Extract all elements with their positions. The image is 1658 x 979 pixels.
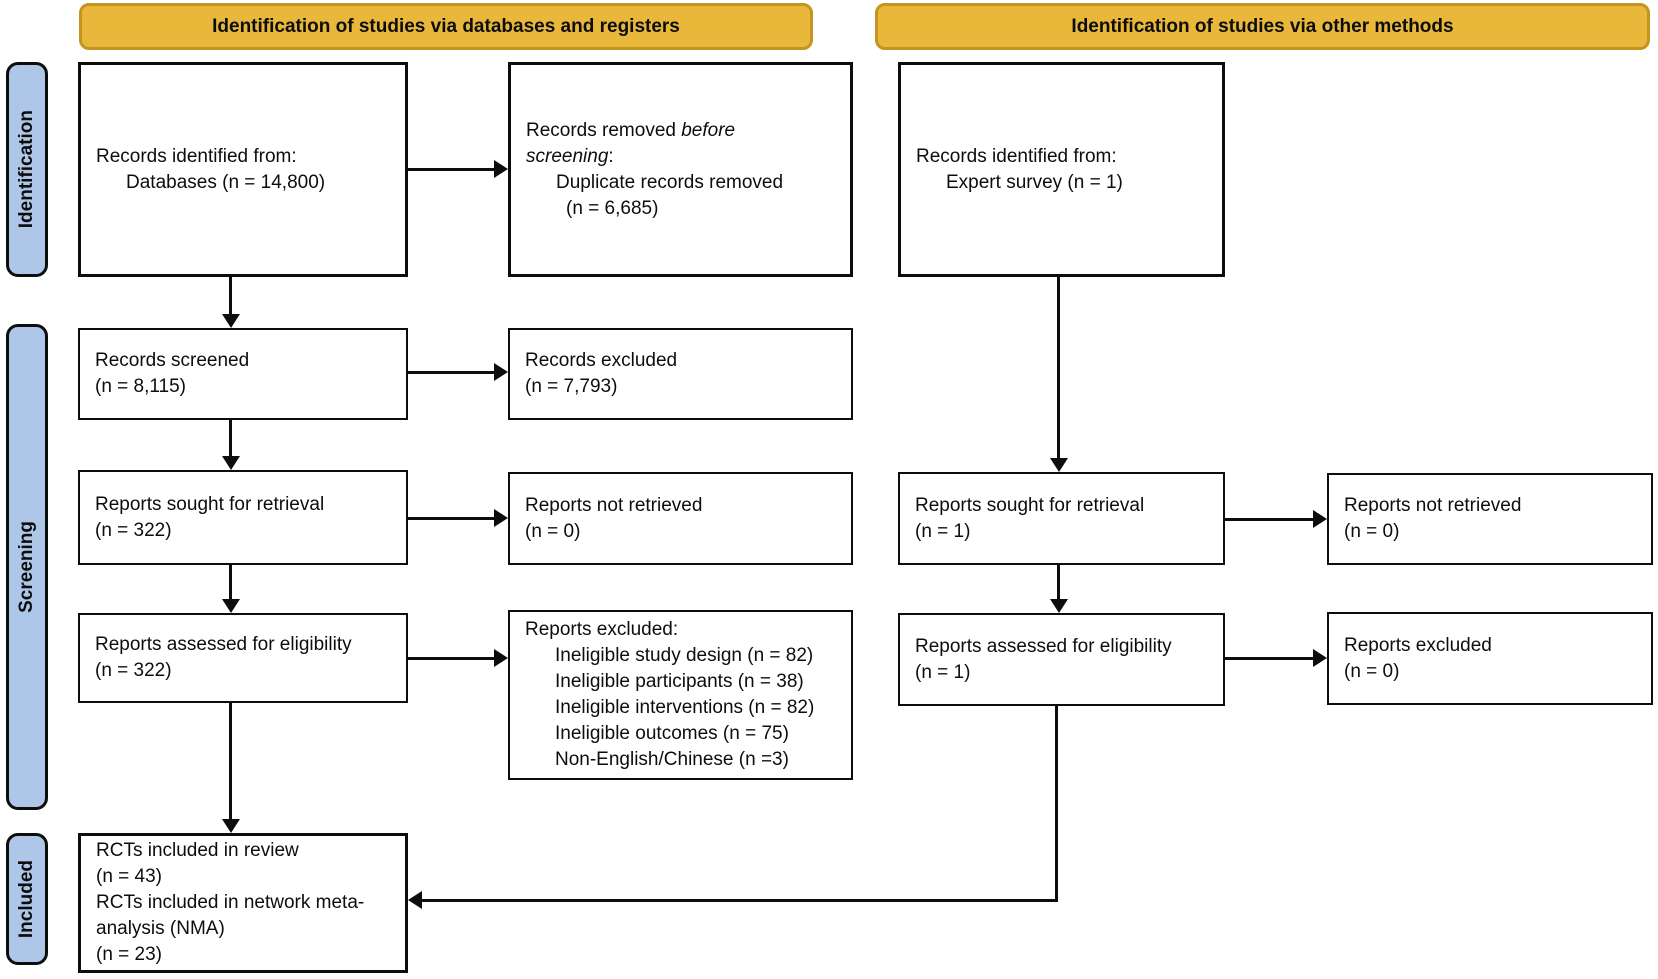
arrow-survey-to-sought-line	[1057, 277, 1060, 459]
box-text-line: RCTs included in review	[96, 840, 299, 861]
box-reports-excluded-right: Reports excluded (n = 0)	[1327, 612, 1653, 705]
box-reports-not-retrieved-right: Reports not retrieved (n = 0)	[1327, 473, 1653, 565]
box-text-line: Reports assessed for eligibility	[915, 635, 1172, 657]
box-text-line: analysis (NMA)	[96, 918, 225, 939]
box-text-line: (n = 6,685)	[566, 197, 659, 219]
box-text-line: (n = 322)	[95, 660, 172, 681]
box-text-line: Reports not retrieved	[1344, 495, 1522, 516]
box-records-identified-databases: Records identified from: Databases (n = 1…	[78, 62, 408, 277]
arrow-identified-to-removed-head	[494, 160, 508, 178]
stage-included: Included	[6, 833, 48, 965]
box-text-line: (n = 7,793)	[525, 376, 618, 397]
arrow-identified-to-screened-head	[222, 314, 240, 328]
box-text-line: (n = 1)	[915, 661, 971, 683]
box-text-line: Records excluded	[525, 350, 678, 371]
box-records-excluded: Records excluded (n = 7,793)	[508, 328, 853, 420]
box-text-line: screening:	[526, 145, 614, 167]
box-reports-excluded-reasons: Reports excluded: Ineligible study design…	[508, 610, 853, 780]
box-text-line: RCTs included in network meta-	[96, 892, 365, 913]
stage-screening: Screening	[6, 324, 48, 810]
box-reports-not-retrieved-left: Reports not retrieved (n = 0)	[508, 472, 853, 565]
box-included: RCTs included in review (n = 43) RCTs incl…	[78, 833, 408, 973]
box-text-line: (n = 8,115)	[95, 376, 187, 397]
arrow-assessed-to-included-line	[229, 703, 232, 820]
arrow-sought-right-to-notretrieved-head	[1313, 510, 1327, 528]
arrow-assessed-to-excluded-line	[408, 657, 495, 660]
header-databases-registers: Identification of studies via databases …	[79, 3, 813, 50]
box-text-line: Reports sought for retrieval	[915, 494, 1145, 516]
arrow-sought-to-assessed-right-line	[1057, 565, 1060, 600]
stage-identification-label: Identification	[16, 110, 37, 229]
arrow-elbow-vertical	[1055, 706, 1058, 902]
box-text-line: Records screened	[95, 350, 250, 371]
arrow-identified-to-removed-line	[408, 168, 495, 171]
header-other-methods: Identification of studies via other meth…	[875, 3, 1650, 50]
box-records-screened: Records screened (n = 8,115)	[78, 328, 408, 420]
box-text-line: Duplicate records removed	[556, 171, 784, 193]
arrow-elbow-head	[408, 891, 422, 909]
arrow-assessed-to-excluded-head	[494, 649, 508, 667]
arrow-elbow-horizontal	[421, 899, 1058, 902]
box-text-line: Ineligible outcomes (n = 75)	[555, 723, 789, 744]
box-text-line: (n = 1)	[915, 520, 971, 542]
box-text-line: (n = 322)	[95, 519, 172, 541]
box-text-line: Reports sought for retrieval	[95, 493, 325, 515]
box-text-line: (n = 23)	[96, 944, 163, 965]
box-text-line: (n = 0)	[525, 520, 581, 542]
arrow-sought-to-assessed-head	[222, 599, 240, 613]
box-text-line: Ineligible study design (n = 82)	[555, 645, 814, 666]
box-reports-sought-right: Reports sought for retrieval (n = 1)	[898, 472, 1225, 565]
box-text-line: Expert survey (n = 1)	[946, 171, 1123, 193]
arrow-identified-to-screened-line	[229, 277, 232, 315]
box-text-line: Non-English/Chinese (n =3)	[555, 749, 789, 770]
box-reports-assessed-left: Reports assessed for eligibility (n = 322…	[78, 613, 408, 703]
box-text-line: Records removed before	[526, 119, 736, 141]
arrow-sought-to-assessed-right-head	[1050, 599, 1068, 613]
box-text-line: Records identified from:	[96, 145, 297, 167]
arrow-assessed-to-included-head	[222, 819, 240, 833]
stage-identification: Identification	[6, 62, 48, 277]
box-reports-assessed-right: Reports assessed for eligibility (n = 1)	[898, 613, 1225, 706]
stage-included-label: Included	[16, 859, 37, 939]
arrow-screened-to-sought-head	[222, 456, 240, 470]
arrow-screened-to-excluded-line	[408, 371, 495, 374]
box-text-line: Reports not retrieved	[525, 494, 703, 516]
stage-screening-label: Screening	[16, 521, 37, 613]
box-text-line: Ineligible participants (n = 38)	[555, 671, 804, 692]
arrow-sought-to-notretrieved-head	[494, 509, 508, 527]
arrow-screened-to-excluded-head	[494, 363, 508, 381]
arrow-screened-to-sought-line	[229, 420, 232, 457]
box-text-line: (n = 0)	[1344, 521, 1400, 542]
box-text-line: Reports excluded:	[525, 619, 679, 640]
arrow-assessed-right-to-excluded-line	[1225, 657, 1314, 660]
box-text-line: (n = 0)	[1344, 660, 1400, 682]
box-text-line: Databases (n = 14,800)	[126, 171, 326, 193]
box-text-line: Records identified from:	[916, 145, 1117, 167]
box-records-removed-before-screening: Records removed before screening: Duplicat…	[508, 62, 853, 277]
box-text-line: Reports assessed for eligibility	[95, 634, 352, 655]
box-text-line: Reports excluded	[1344, 634, 1492, 656]
box-text-line: (n = 43)	[96, 866, 163, 887]
box-text-line: Ineligible interventions (n = 82)	[555, 697, 815, 718]
box-reports-sought-left: Reports sought for retrieval (n = 322)	[78, 470, 408, 565]
arrow-survey-to-sought-head	[1050, 458, 1068, 472]
arrow-sought-right-to-notretrieved-line	[1225, 518, 1314, 521]
arrow-sought-to-assessed-line	[229, 565, 232, 600]
box-records-identified-survey: Records identified from: Expert survey (n…	[898, 62, 1225, 277]
arrow-assessed-right-to-excluded-head	[1313, 649, 1327, 667]
arrow-sought-to-notretrieved-line	[408, 517, 495, 520]
